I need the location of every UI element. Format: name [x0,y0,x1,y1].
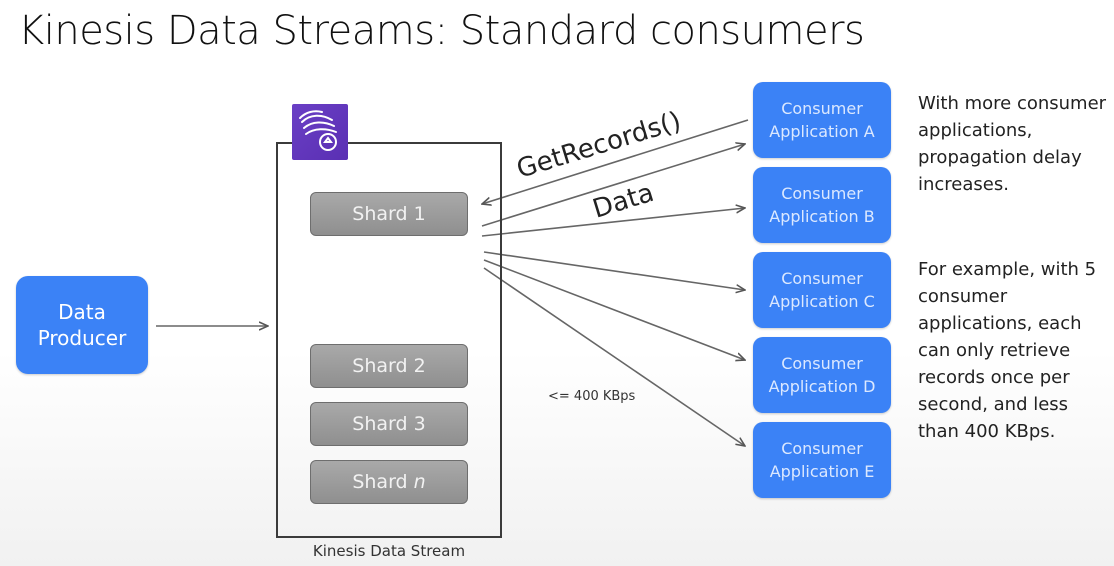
consumer-application-e[interactable]: Consumer Application E [753,422,891,498]
shard-n-label: Shard [352,471,408,493]
consumer-application-d[interactable]: Consumer Application D [753,337,891,413]
kinesis-data-stream-box [276,142,502,538]
note-example-limits: For example, with 5 consumer application… [918,259,1097,442]
consumer-d-label: Consumer Application D [768,354,876,396]
shard-3[interactable]: Shard 3 [310,402,468,446]
data-producer-label: Data Producer [37,300,127,350]
data-arrow-e [483,267,745,446]
getrecords-label: GetRecords() [513,106,684,184]
throughput-label: <= 400 KBps [548,389,636,404]
consumer-c-label: Consumer Application C [769,269,875,311]
consumer-e-label: Consumer Application E [769,439,875,481]
consumer-b-label: Consumer Application B [769,184,875,226]
consumer-application-b[interactable]: Consumer Application B [753,167,891,243]
shard-n[interactable]: Shard n [310,460,468,504]
data-arrow-a [481,144,745,227]
data-arrow-c [483,251,745,290]
data-producer[interactable]: Data Producer [16,276,148,374]
data-arrow-b [481,208,745,237]
kinesis-data-stream-label: Kinesis Data Stream [312,542,466,560]
shard-3-label: Shard 3 [352,413,426,435]
page-title: Kinesis Data Streams: Standard consumers [18,8,865,54]
consumer-application-a[interactable]: Consumer Application A [753,82,891,158]
shard-2-label: Shard 2 [352,355,426,377]
shard-1-label: Shard 1 [352,203,426,225]
shard-n-suffix: n [413,471,426,493]
kinesis-data-streams-icon [292,104,348,160]
consumer-a-label: Consumer Application A [769,99,875,141]
note-propagation-delay: With more consumer applications, propaga… [918,93,1107,195]
shard-1[interactable]: Shard 1 [310,192,468,236]
getrecords-arrow [482,119,749,204]
data-arrow-d [483,259,745,360]
consumer-application-c[interactable]: Consumer Application C [753,252,891,328]
shard-2[interactable]: Shard 2 [310,344,468,388]
